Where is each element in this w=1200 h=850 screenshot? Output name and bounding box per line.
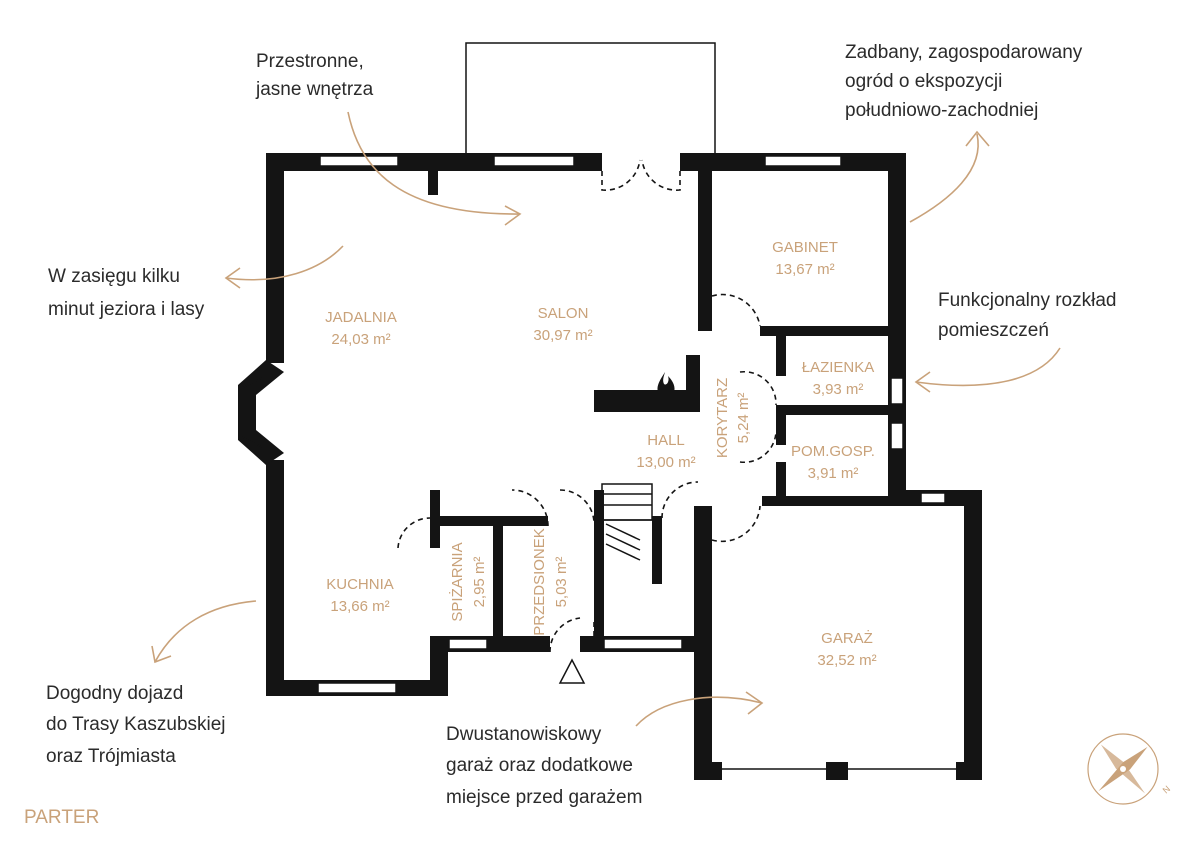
room-area-korytarz: 5,24 m² (735, 393, 752, 444)
note-interiors-line2: jasne wnętrza (255, 79, 374, 100)
note-garage-line2: garaż oraz dodatkowe (446, 755, 633, 776)
note-lakes-line2: minut jeziora i lasy (48, 299, 205, 320)
room-name-jadalnia: JADALNIA (325, 309, 397, 326)
entrance-icon (558, 658, 586, 684)
room-name-kuchnia: KUCHNIA (326, 576, 394, 593)
arrow-garden (909, 133, 979, 223)
note-access-line1: Dogodny dojazd (46, 683, 183, 704)
room-name-przedsionek: PRZEDSIONEK (531, 528, 548, 636)
room-name-hall: HALL (647, 432, 685, 449)
note-access-line2: do Trasy Kaszubskiej (46, 714, 226, 735)
note-lakes-line1: W zasięgu kilku (48, 266, 180, 287)
note-garden-line3: południowo-zachodniej (845, 100, 1038, 121)
room-name-gabinet: GABINET (772, 239, 838, 256)
room-area-gabinet: 13,67 m² (775, 261, 834, 278)
fireplace-icon (657, 372, 675, 397)
room-labels: JADALNIA 24,03 m² SALON 30,97 m² GABINET… (325, 239, 876, 669)
room-area-pom-gosp: 3,91 m² (808, 465, 859, 482)
annotation-arrows (151, 111, 1061, 727)
arrow-access (154, 600, 257, 663)
room-name-spizarnia: SPIŻARNIA (448, 542, 466, 621)
room-area-spizarnia: 2,95 m² (471, 557, 488, 608)
room-name-korytarz: KORYTARZ (714, 378, 731, 458)
room-name-salon: SALON (538, 305, 589, 322)
room-area-hall: 13,00 m² (636, 454, 695, 471)
note-garage-line3: miejsce przed garażem (446, 787, 642, 808)
room-area-przedsionek: 5,03 m² (553, 557, 570, 608)
room-area-kuchnia: 13,66 m² (330, 598, 389, 615)
annotations: Przestronne, jasne wnętrza Zadbany, zago… (46, 42, 1116, 808)
terrace-outline (465, 42, 716, 155)
room-area-jadalnia: 24,03 m² (331, 331, 390, 348)
arrow-interiors (347, 111, 521, 215)
room-area-salon: 30,97 m² (533, 327, 592, 344)
stairs (601, 483, 653, 561)
doors (397, 159, 777, 653)
arrow-layout (915, 347, 1061, 387)
room-name-garaz: GARAŻ (821, 629, 873, 647)
windows (241, 155, 956, 770)
note-layout-line1: Funkcjonalny rozkład (938, 290, 1116, 311)
note-garage-line1: Dwustanowiskowy (446, 724, 602, 745)
compass-north-label: N (1161, 784, 1173, 796)
room-name-lazienka: ŁAZIENKA (802, 359, 875, 376)
room-area-garaz: 32,52 m² (817, 652, 876, 669)
room-name-pom-gosp: POM.GOSP. (791, 443, 875, 460)
note-garden-line2: ogród o ekspozycji (845, 71, 1002, 92)
note-access-line3: oraz Trójmiasta (46, 746, 176, 767)
level-label: PARTER (24, 807, 99, 828)
note-interiors-line1: Przestronne, (256, 51, 364, 72)
note-garden-line1: Zadbany, zagospodarowany (845, 42, 1083, 63)
compass-rose: N (1087, 733, 1173, 805)
arrow-garage (635, 696, 763, 727)
walls (238, 153, 982, 780)
note-layout-line2: pomieszczeń (938, 320, 1049, 341)
arrow-lakes (225, 245, 344, 281)
room-area-lazienka: 3,93 m² (813, 381, 864, 398)
